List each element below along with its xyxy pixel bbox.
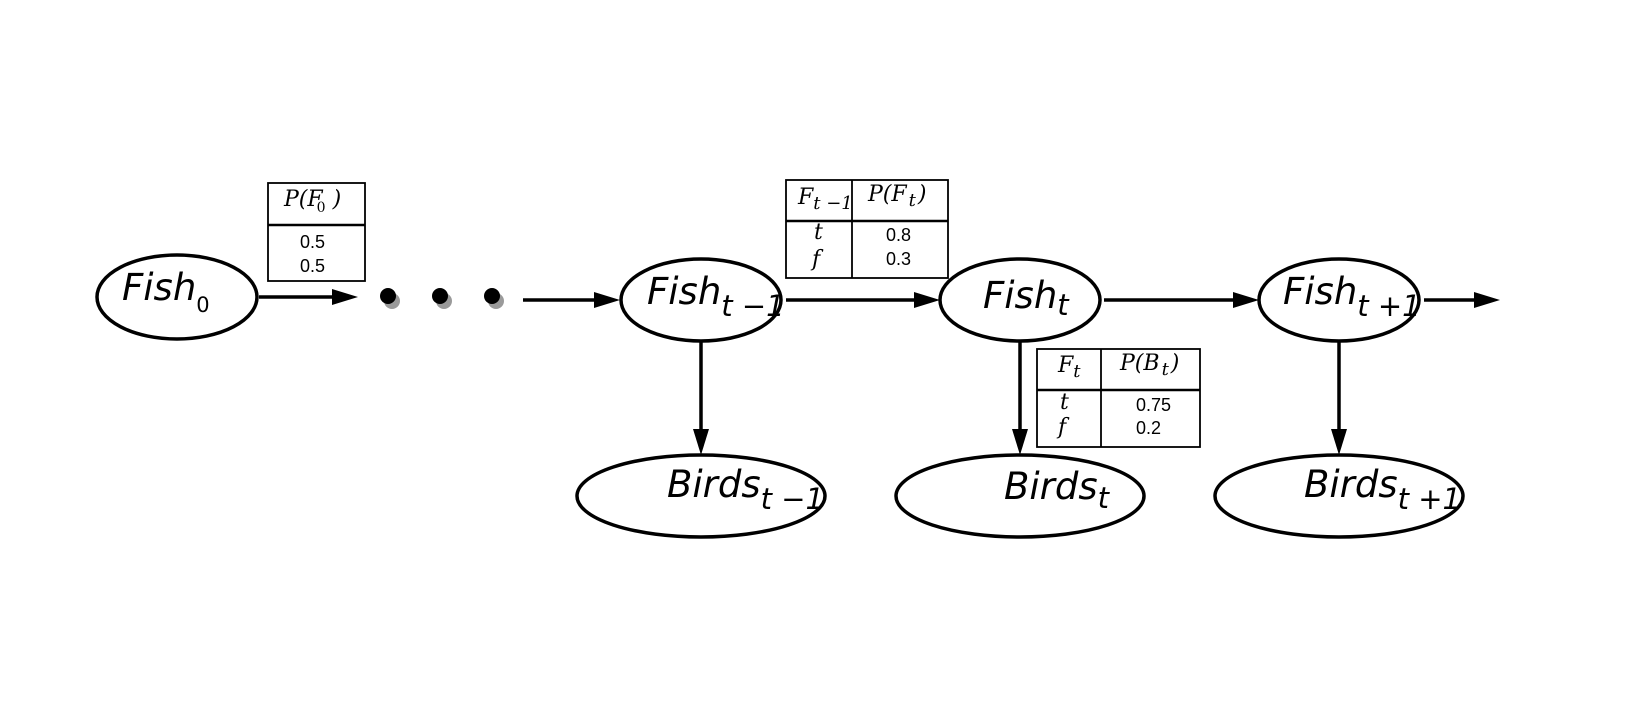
edge-fish-tm1-to-birds-tm1 <box>693 341 709 455</box>
cpt-prior-value-2: 0.5 <box>300 256 325 276</box>
edge-fish-t-to-birds-t <box>1012 341 1028 455</box>
cpt-sensor-row2-value: 0.2 <box>1136 418 1161 438</box>
cpt-sensor-row1-value: 0.75 <box>1136 395 1171 415</box>
cpt-sensor-col1-header: Ft <box>1057 353 1081 382</box>
cpt-prior-header: P(F0 ) <box>283 187 341 216</box>
edge-ellipsis-to-fish-tm1 <box>523 292 620 308</box>
node-fish-tm1: Fisht −1 <box>619 257 785 343</box>
edge-fish-t-to-fish-tp1 <box>1104 292 1259 308</box>
edge-fish-tp1-out <box>1424 292 1500 308</box>
node-fish-t-label: Fisht <box>983 274 1070 322</box>
cpt-transition-row1-value: 0.8 <box>886 225 911 245</box>
edge-fish-tm1-to-fish-t <box>786 292 940 308</box>
cpt-sensor-row1-cond: t <box>1060 390 1069 415</box>
edge-fish0-to-ellipsis <box>259 289 358 305</box>
ellipsis-dots <box>380 288 504 309</box>
node-fish-0-label: Fish0 <box>122 266 210 317</box>
node-fish-tp1-label: Fisht +1 <box>1283 270 1421 323</box>
node-birds-tm1: Birdst −1 <box>575 453 827 539</box>
cpt-transition-row1-cond: t <box>814 220 823 245</box>
cpt-transition-col1-header: Ft −1 <box>797 185 853 214</box>
node-birds-tp1: Birdst +1 <box>1213 453 1465 539</box>
node-fish-0: Fish0 <box>95 253 259 341</box>
node-birds-tp1-label: Birdst +1 <box>1304 463 1461 516</box>
cpt-prior-table: P(F0 ) 0.5 0.5 <box>267 182 366 282</box>
cpt-prior-value-1: 0.5 <box>300 232 325 252</box>
node-birds-t: Birdst <box>894 453 1146 539</box>
edge-fish-tp1-to-birds-tp1 <box>1331 341 1347 455</box>
node-birds-tm1-label: Birdst −1 <box>667 463 824 516</box>
node-fish-tm1-label: Fisht −1 <box>647 270 785 323</box>
node-birds-t-label: Birdst <box>1004 465 1111 515</box>
node-fish-tp1: Fisht +1 <box>1257 257 1421 343</box>
cpt-transition-row2-value: 0.3 <box>886 249 911 269</box>
node-fish-t: Fisht <box>938 257 1102 343</box>
